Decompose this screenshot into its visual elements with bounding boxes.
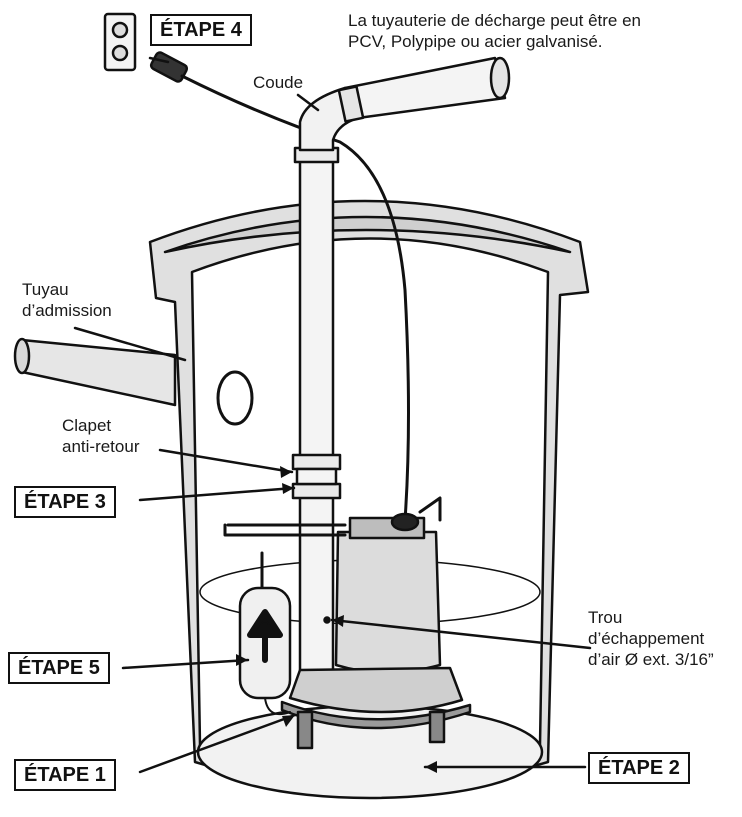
leader-step1 (138, 713, 297, 774)
air-hole-line1: Trou (588, 608, 623, 627)
outlet-socket-top (111, 21, 129, 39)
air-hole-label: Trou d’échappement d’air Ø ext. 3/16” (588, 607, 714, 670)
outlet-socket-bottom (111, 44, 129, 62)
elbow-label: Coude (253, 73, 304, 92)
discharge-pipe (298, 148, 335, 697)
inlet-line1: Tuyau (22, 280, 69, 299)
leader-step3 (138, 486, 296, 502)
leader-step5 (121, 658, 250, 670)
pump-base (288, 666, 464, 714)
leader-inlet (73, 326, 187, 362)
discharge-pipe-end (489, 56, 511, 100)
discharge-pipe-horizontal (343, 56, 507, 120)
check-valve-body (295, 467, 338, 486)
pump-handle (223, 496, 442, 537)
check-valve-line1: Clapet (62, 416, 112, 435)
basin-rim (163, 215, 572, 254)
step5-box: ÉTAPE 5 (8, 652, 110, 684)
leader-check-valve (158, 448, 294, 474)
check-valve-label: Clapet anti-retour (62, 415, 139, 457)
float-tether (264, 697, 291, 716)
arrow-step3 (282, 483, 294, 494)
pump-foot-left (296, 710, 314, 750)
elbow-collar (337, 85, 365, 123)
arrow-check-valve (280, 466, 292, 478)
cord-connector (390, 512, 420, 532)
leader-step4 (148, 56, 170, 64)
inlet-pipe-end (13, 337, 31, 375)
power-plug (149, 51, 189, 83)
air-hole-line2: d’échappement (588, 629, 705, 648)
arrow-step2 (425, 761, 437, 773)
inlet-hole (216, 370, 254, 426)
arrow-step1 (282, 715, 295, 727)
air-hole-line3: d’air Ø ext. 3/16” (588, 650, 714, 669)
power-cord (180, 74, 410, 522)
arrow-air-hole (332, 615, 344, 627)
air-release-hole (323, 616, 331, 624)
pipe-material-note: La tuyauterie de décharge peut être en P… (348, 10, 641, 52)
inlet-pipe-label: Tuyau d’admission (22, 279, 112, 321)
pipe-note-line1: La tuyauterie de décharge peut être en (348, 11, 641, 30)
step4-box: ÉTAPE 4 (150, 14, 252, 46)
check-valve-coupling-lower (291, 482, 342, 500)
pipe-note-line2: PCV, Polypipe ou acier galvanisé. (348, 32, 603, 51)
pump-base-plate (280, 700, 472, 730)
pump-motor (334, 530, 442, 674)
pump-foot-right (428, 710, 446, 744)
float-up-arrow (247, 609, 283, 663)
leader-elbow (296, 93, 320, 112)
arrow-step5 (236, 654, 248, 666)
step2-box: ÉTAPE 2 (588, 752, 690, 784)
inlet-line2: d’admission (22, 301, 112, 320)
check-valve-coupling-upper (291, 453, 342, 471)
leader-air-hole (330, 618, 592, 650)
step1-box: ÉTAPE 1 (14, 759, 116, 791)
step3-box: ÉTAPE 3 (14, 486, 116, 518)
check-valve-line2: anti-retour (62, 437, 140, 456)
